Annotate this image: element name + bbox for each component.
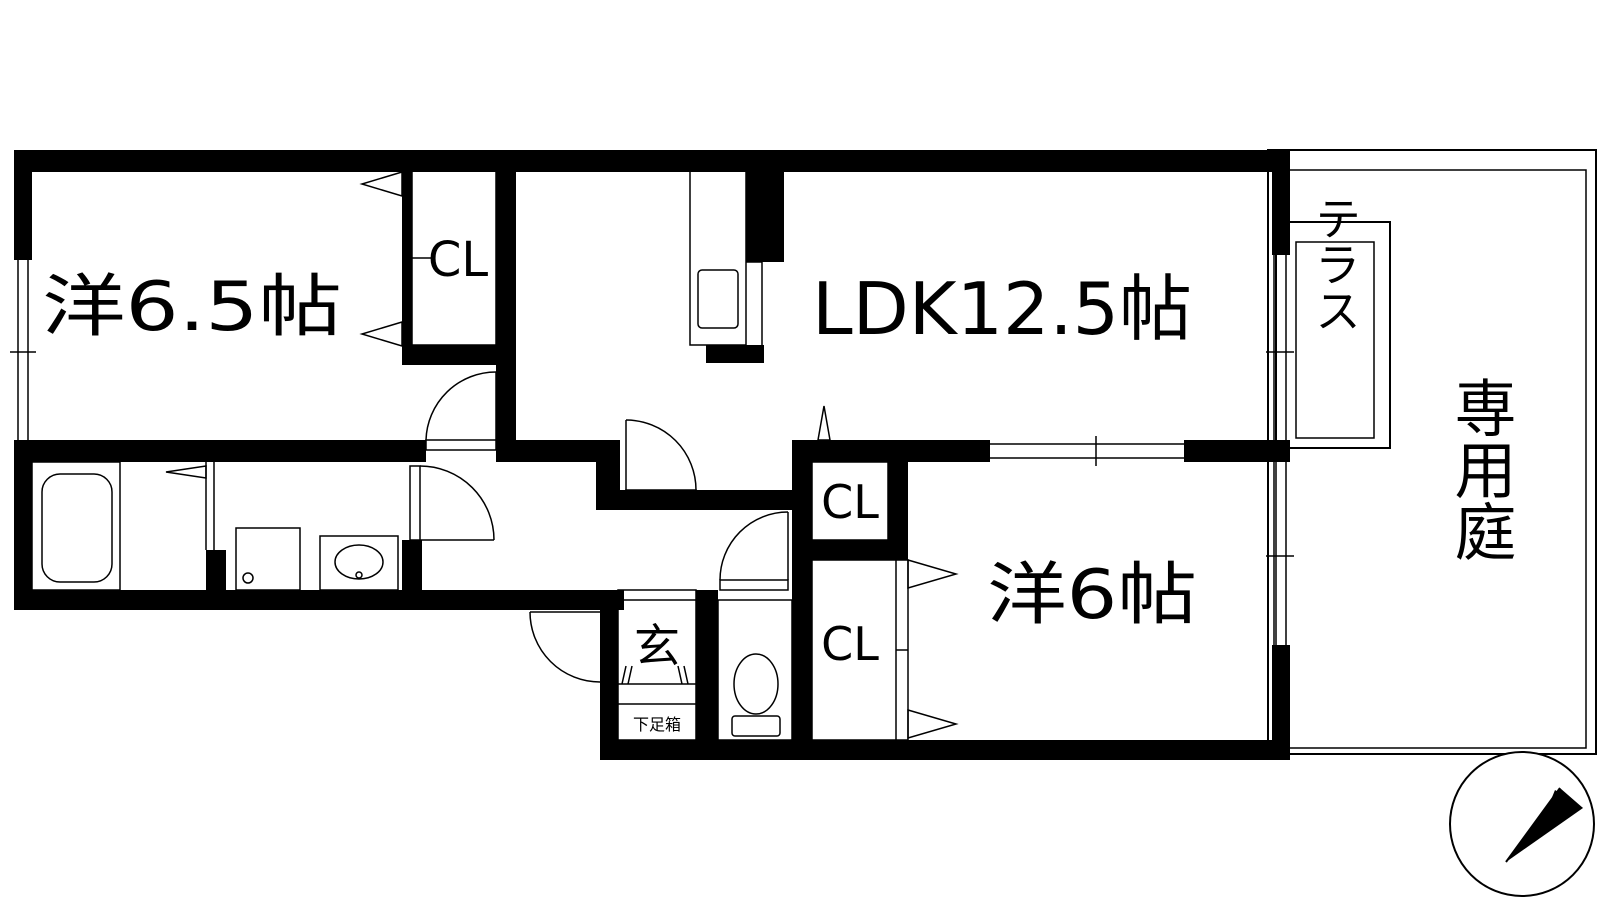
toilet-icon: [717, 599, 793, 741]
wash-basin-icon: [319, 535, 399, 591]
western-room-1-label: 洋6.5帖: [42, 268, 342, 347]
closet-2-label: CL: [821, 475, 879, 529]
doors: [409, 371, 789, 683]
room-labels: 洋6.5帖 CL LDK12.5帖 CL CL 洋6帖 玄 下足箱 テラス 専用…: [42, 195, 1517, 734]
north-arrow-icon: [1449, 751, 1595, 897]
terrace-label: テラス: [1308, 195, 1362, 333]
windows: [10, 255, 1294, 645]
western-room-2-label: 洋6帖: [987, 556, 1197, 635]
washing-machine-icon: [235, 527, 301, 591]
kitchen-sink-icon: [689, 169, 763, 346]
walls: [14, 150, 1290, 760]
fixtures: [31, 169, 959, 741]
entrance-label: 玄: [634, 619, 680, 673]
shoe-box-label: 下足箱: [633, 715, 681, 734]
closet-1-label: CL: [428, 232, 489, 288]
closet-3-label: CL: [821, 617, 879, 671]
ldk-label: LDK12.5帖: [812, 267, 1192, 351]
bathtub-icon: [31, 461, 121, 591]
terrace-area: [1275, 221, 1391, 449]
private-garden-label: 専用庭: [1444, 376, 1517, 562]
